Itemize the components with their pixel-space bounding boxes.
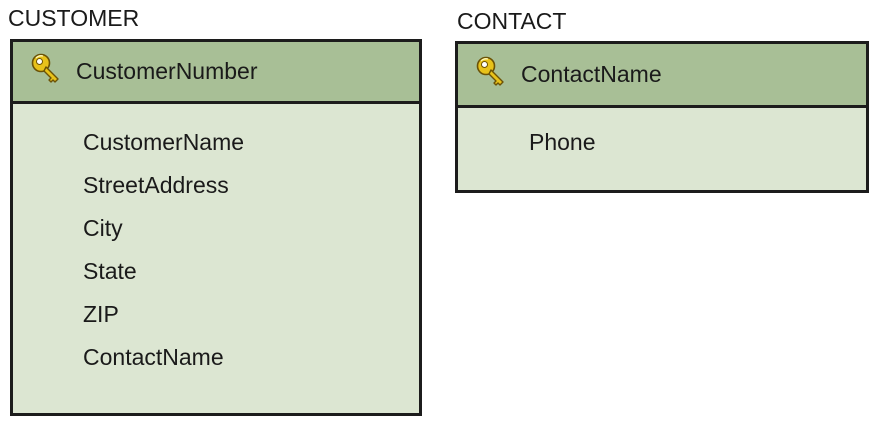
key-icon [476,56,504,86]
attribute-item[interactable]: StreetAddress [83,172,229,198]
attribute-item[interactable]: ContactName [83,344,224,370]
attribute-item[interactable]: CustomerName [83,129,245,155]
attribute-item[interactable]: City [83,215,123,241]
customer-entity[interactable]: CustomerNumber CustomerName StreetAddres… [10,39,422,416]
contact-attribute-list: Phone [458,108,866,164]
attribute-item[interactable]: State [83,258,137,284]
customer-primary-key-row[interactable]: CustomerNumber [13,42,419,104]
contact-entity[interactable]: ContactName Phone [455,41,869,193]
customer-attribute-list: CustomerName StreetAddress City State ZI… [13,104,419,379]
attribute-item[interactable]: Phone [529,129,596,155]
contact-primary-key-row[interactable]: ContactName [458,44,866,108]
contact-primary-key-label: ContactName [521,61,662,87]
key-icon [31,53,59,83]
attribute-item[interactable]: ZIP [83,301,119,327]
customer-entity-title: CUSTOMER [8,5,140,31]
contact-entity-title: CONTACT [457,8,567,34]
customer-primary-key-label: CustomerNumber [76,58,258,84]
